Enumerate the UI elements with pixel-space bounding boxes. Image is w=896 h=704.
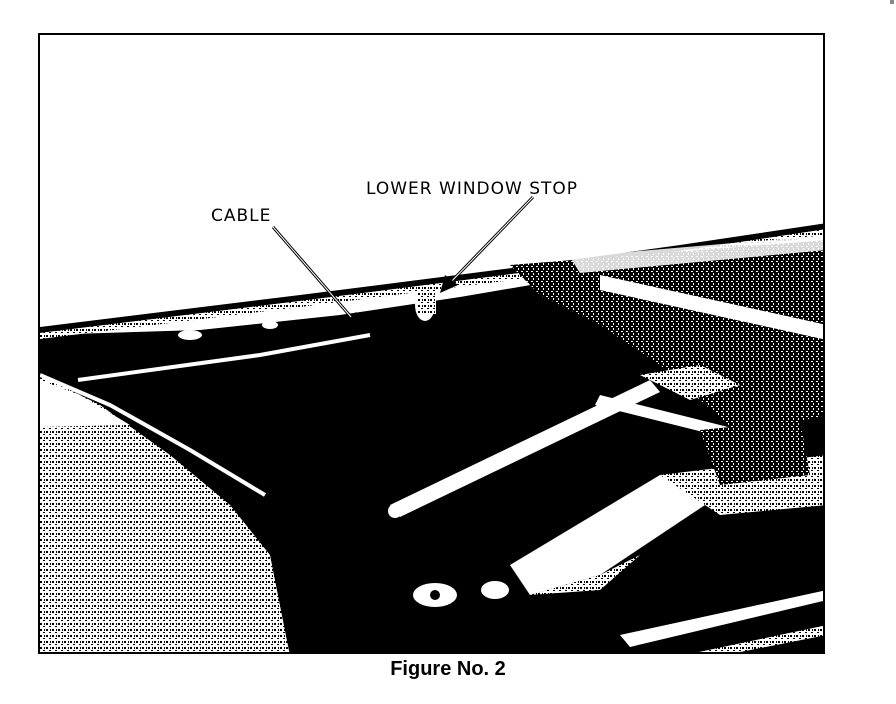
lower-window-stop-label: LOWER WINDOW STOP (366, 179, 579, 199)
figure-photo-frame: CABLE LOWER WINDOW STOP (38, 33, 825, 654)
cable-label: CABLE (211, 206, 272, 226)
window-mechanism-photo (40, 35, 823, 652)
figure-caption: Figure No. 2 (390, 658, 506, 680)
scan-mark (890, 0, 894, 4)
